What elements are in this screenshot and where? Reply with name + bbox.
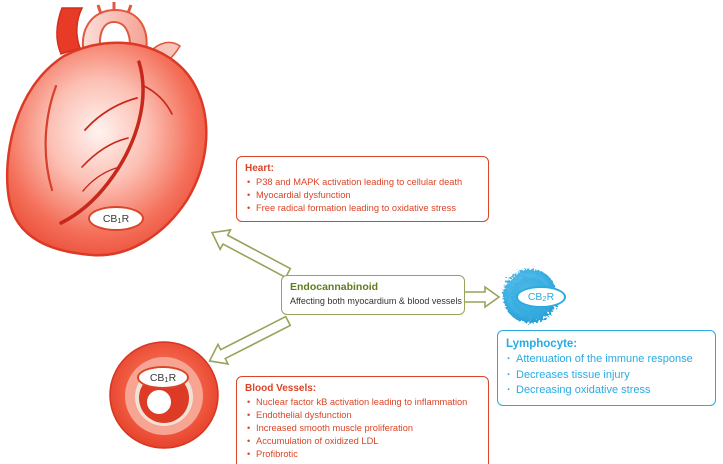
endocannabinoid-subtitle: Affecting both myocardium & blood vessel…	[290, 295, 462, 306]
receptor-suffix: R	[546, 291, 555, 303]
list-item: Profibrotic	[245, 448, 480, 461]
receptor-base: CB	[149, 371, 165, 384]
coronary-artery-branch	[84, 97, 138, 131]
receptor-suffix: R	[121, 212, 130, 225]
blood-vessel-illustration	[109, 341, 219, 449]
receptor-subscript: 1	[164, 374, 169, 384]
list-item: Decreasing oxidative stress	[506, 383, 707, 399]
endocannabinoid-title: Endocannabinoid	[290, 281, 379, 293]
heart-illustration	[5, 2, 208, 257]
vessel-lumen	[147, 390, 171, 414]
arrow-to-heart	[210, 228, 292, 279]
aorta-branches	[96, 2, 133, 15]
coronary-artery-branch	[81, 137, 129, 168]
list-item: Decreases tissue injury	[506, 368, 707, 384]
coronary-artery-left	[44, 84, 58, 192]
list-item: P38 and MAPK activation leading to cellu…	[245, 176, 480, 189]
list-item: Accumulation of oxidized LDL	[245, 435, 480, 448]
receptor-subscript: 2	[542, 294, 547, 304]
heart-box-title: Heart:	[245, 163, 274, 174]
receptor-suffix: R	[168, 371, 177, 384]
list-item: Nuclear factor kB activation leading to …	[245, 396, 480, 409]
blood-vessels-box-list: Nuclear factor kB activation leading to …	[245, 396, 480, 462]
lymphocyte-box-list: Attenuation of the immune responseDecrea…	[506, 352, 707, 399]
lymphocyte-info-box: Lymphocyte: Attenuation of the immune re…	[497, 330, 716, 406]
arrow-to-lymphocyte	[463, 285, 501, 309]
heart-box-list: P38 and MAPK activation leading to cellu…	[245, 176, 480, 216]
coronary-artery-main	[59, 60, 145, 225]
arrow-to-blood-vessel	[208, 315, 292, 365]
lymphocyte-box-title: Lymphocyte:	[506, 338, 578, 350]
list-item: Free radical formation leading to oxidat…	[245, 202, 480, 215]
list-item: Endothelial dysfunction	[245, 409, 480, 422]
heart-info-box: Heart: P38 and MAPK activation leading t…	[236, 156, 489, 223]
blood-vessels-box-title: Blood Vessels:	[245, 383, 317, 394]
list-item: Increased smooth muscle proliferation	[245, 422, 480, 435]
coronary-artery-branch	[143, 85, 173, 115]
list-item: Attenuation of the immune response	[506, 352, 707, 368]
receptor-base: CB	[102, 212, 118, 225]
receptor-base: CB	[527, 291, 543, 303]
coronary-artery-branch	[82, 167, 117, 192]
list-item: Myocardial dysfunction	[245, 189, 480, 202]
blood-vessels-info-box: Blood Vessels: Nuclear factor kB activat…	[236, 376, 489, 464]
heart-body	[5, 41, 208, 257]
endocannabinoid-box: Endocannabinoid Affecting both myocardiu…	[281, 275, 465, 315]
receptor-subscript: 1	[117, 215, 122, 225]
